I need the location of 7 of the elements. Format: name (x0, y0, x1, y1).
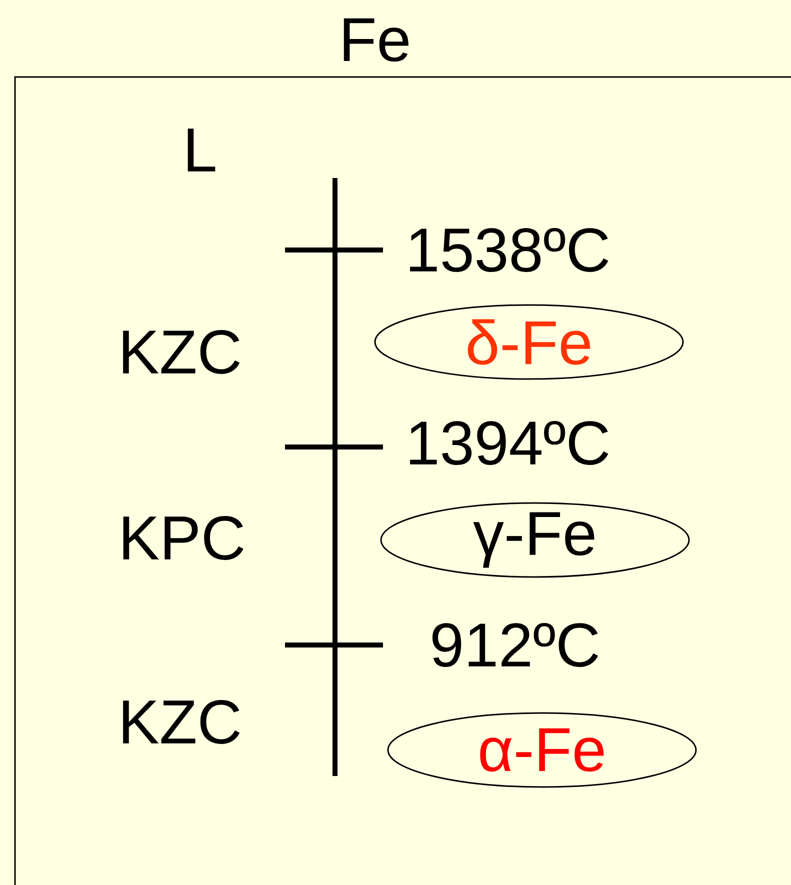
temperature-label: 912ºC (432, 623, 598, 667)
structure-label: KZC (123, 700, 240, 744)
phase-label: L (188, 128, 216, 172)
structure-label: KZC (123, 330, 240, 374)
title: Fe (344, 18, 408, 62)
temperature-label: 1394ºC (410, 421, 608, 465)
structure-label: KPC (123, 516, 244, 560)
